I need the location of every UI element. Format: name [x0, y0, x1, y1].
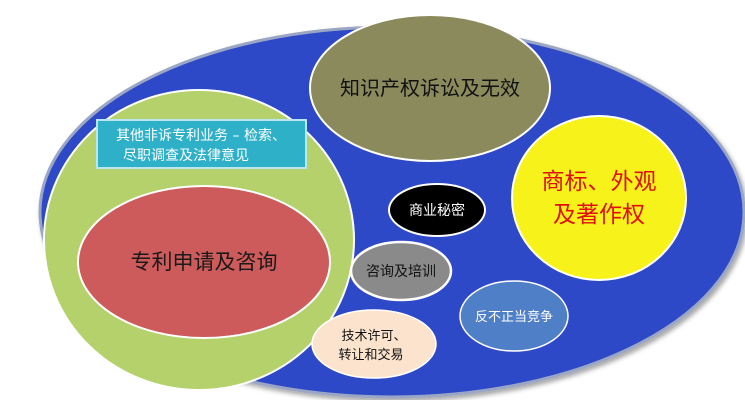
licensing-transfer-label-line2: 转让和交易	[338, 347, 403, 363]
trade-secret-ellipse	[388, 183, 486, 237]
patent-application-label: 专利申请及咨询	[131, 250, 278, 274]
consulting-training-ellipse	[349, 240, 453, 302]
other-nonlitigation-label-line2: 尽职调查及法律意见	[123, 147, 249, 164]
trademark-label-line1: 商标、外观	[542, 169, 657, 195]
ip-litigation-ellipse	[309, 14, 551, 162]
trademark-ellipse	[511, 115, 687, 281]
ip-litigation-label: 知识产权诉讼及无效	[340, 76, 520, 100]
unfair-competition-label: 反不正当竞争	[475, 309, 553, 325]
unfair-competition-ellipse	[459, 280, 569, 352]
licensing-transfer-label-line1: 技术许可、	[341, 329, 406, 344]
other-nonlitigation-label-line1: 其他非诉专利业务 – 检索、	[116, 127, 286, 144]
trademark-label-line2: 及著作权	[553, 202, 645, 228]
licensing-transfer-ellipse	[311, 309, 437, 379]
patent-application-ellipse	[77, 185, 331, 339]
consulting-training-label: 咨询及培训	[366, 264, 436, 280]
other-nonlitigation-box	[96, 119, 307, 169]
trade-secret-label: 商业秘密	[409, 202, 465, 219]
